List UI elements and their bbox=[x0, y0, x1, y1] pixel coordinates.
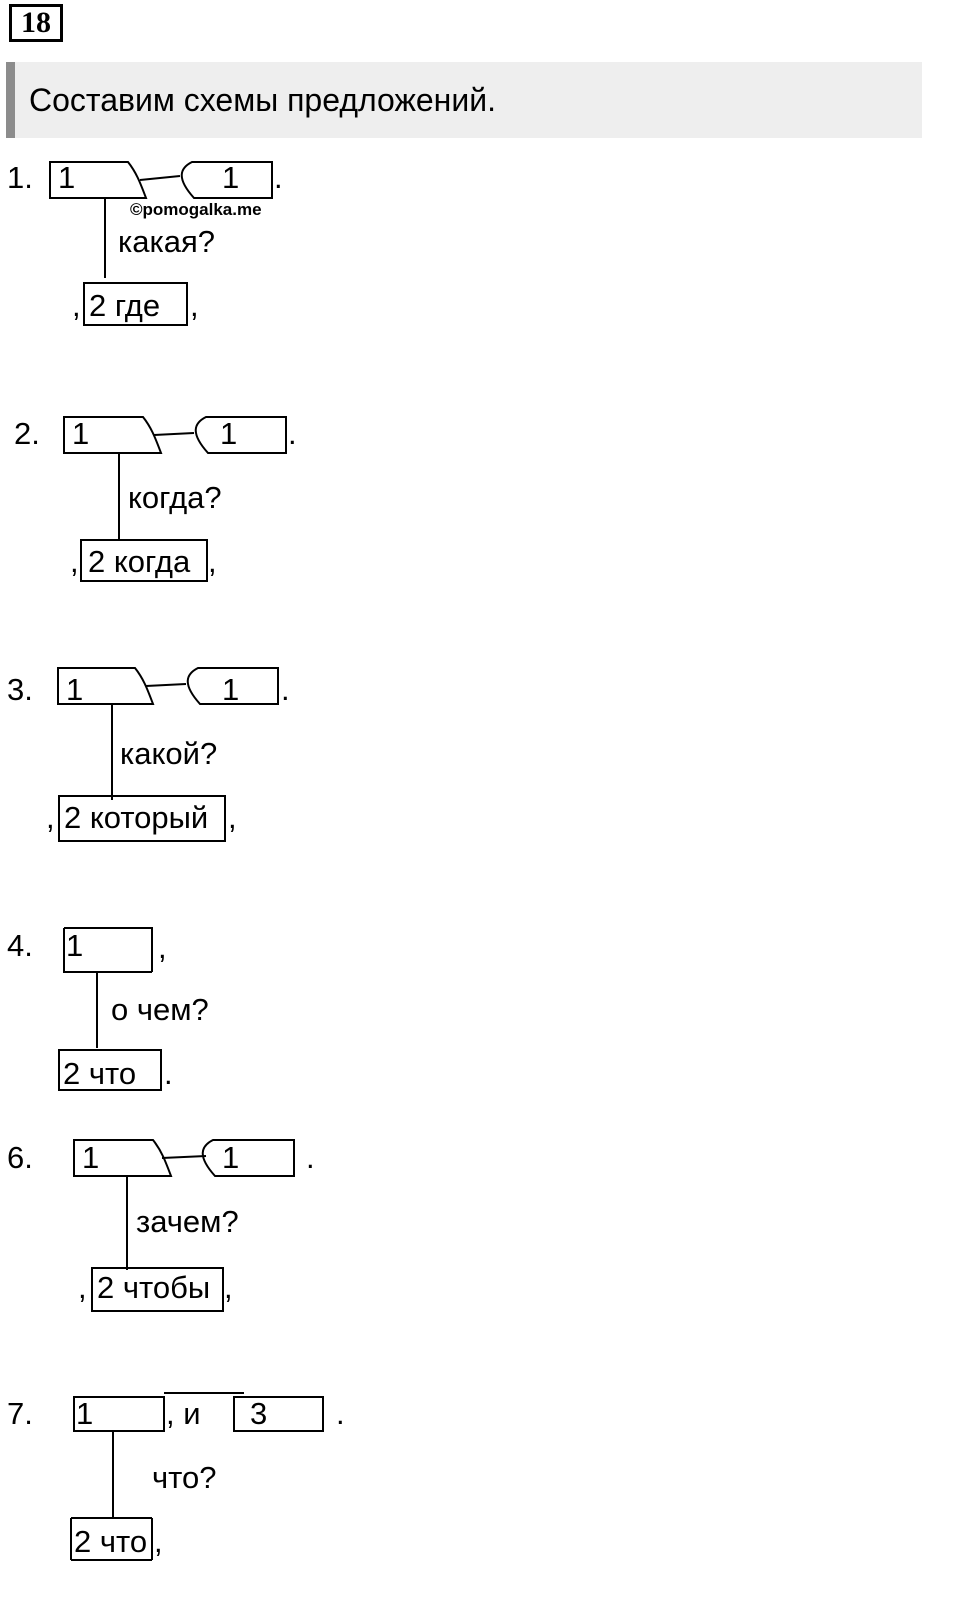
clause-right-punct: , bbox=[224, 1270, 233, 1305]
scheme-label: 7. bbox=[7, 1396, 33, 1431]
question: о чем? bbox=[111, 992, 209, 1027]
clause-end-punct: . bbox=[164, 1056, 173, 1091]
main-clause-right: 1 bbox=[222, 160, 240, 195]
scheme-label: 6. bbox=[7, 1140, 33, 1175]
question: какой? bbox=[120, 736, 218, 771]
scheme-1-lines bbox=[49, 161, 273, 326]
main-clause-left: 1 bbox=[58, 160, 76, 195]
scheme-label: 1. bbox=[7, 160, 33, 195]
clause-right-punct: , bbox=[208, 544, 217, 579]
main-clause-left: 1 bbox=[82, 1140, 100, 1175]
subordinate-clause: 2 где bbox=[89, 288, 161, 323]
main-clause: 1 bbox=[76, 1396, 94, 1431]
question: когда? bbox=[128, 480, 222, 515]
main-punct: , bbox=[158, 930, 167, 965]
question: что? bbox=[152, 1460, 217, 1495]
question: какая? bbox=[118, 224, 215, 259]
instruction-bar: Составим схемы предложений. bbox=[6, 62, 922, 138]
subordinate-clause: 2 что bbox=[63, 1056, 137, 1091]
end-punct: . bbox=[306, 1140, 315, 1175]
end-punct: . bbox=[336, 1396, 345, 1431]
clause-right-punct: , bbox=[190, 288, 199, 323]
clause-left-punct: , bbox=[70, 544, 79, 579]
scheme-label: 3. bbox=[7, 672, 33, 707]
scheme-2-lines bbox=[63, 416, 287, 582]
subordinate-clause: 2 чтобы bbox=[97, 1270, 211, 1305]
conjunction: , и bbox=[166, 1396, 201, 1431]
subordinate-clause: 2 который bbox=[64, 800, 209, 835]
end-punct: . bbox=[281, 672, 290, 707]
end-punct: . bbox=[274, 160, 283, 195]
clause-left-punct: , bbox=[46, 800, 55, 835]
scheme-3-lines bbox=[57, 667, 279, 842]
watermark: ©pomogalka.me bbox=[130, 200, 262, 219]
subordinate-clause: 2 когда bbox=[88, 544, 191, 579]
main-clause: 1 bbox=[66, 928, 84, 963]
third-clause: 3 bbox=[250, 1396, 268, 1431]
clause-left-punct: , bbox=[78, 1270, 87, 1305]
main-clause-right: 1 bbox=[222, 672, 240, 707]
subordinate-clause: 2 что bbox=[74, 1524, 148, 1559]
scheme-7-lines bbox=[70, 1392, 324, 1561]
clause-right-punct: , bbox=[154, 1524, 163, 1559]
scheme-label: 4. bbox=[7, 928, 33, 963]
task-number: 18 bbox=[9, 4, 63, 42]
scheme-4-lines bbox=[58, 927, 162, 1091]
main-clause-left: 1 bbox=[72, 416, 90, 451]
scheme-6-lines bbox=[73, 1139, 295, 1312]
clause-right-punct: , bbox=[228, 800, 237, 835]
main-clause-right: 1 bbox=[222, 1140, 240, 1175]
instruction-text: Составим схемы предложений. bbox=[29, 82, 496, 118]
main-clause-right: 1 bbox=[220, 416, 238, 451]
scheme-label: 2. bbox=[14, 416, 40, 451]
main-clause-left: 1 bbox=[66, 672, 84, 707]
question: зачем? bbox=[136, 1204, 239, 1239]
clause-left-punct: , bbox=[72, 288, 81, 323]
end-punct: . bbox=[288, 416, 297, 451]
